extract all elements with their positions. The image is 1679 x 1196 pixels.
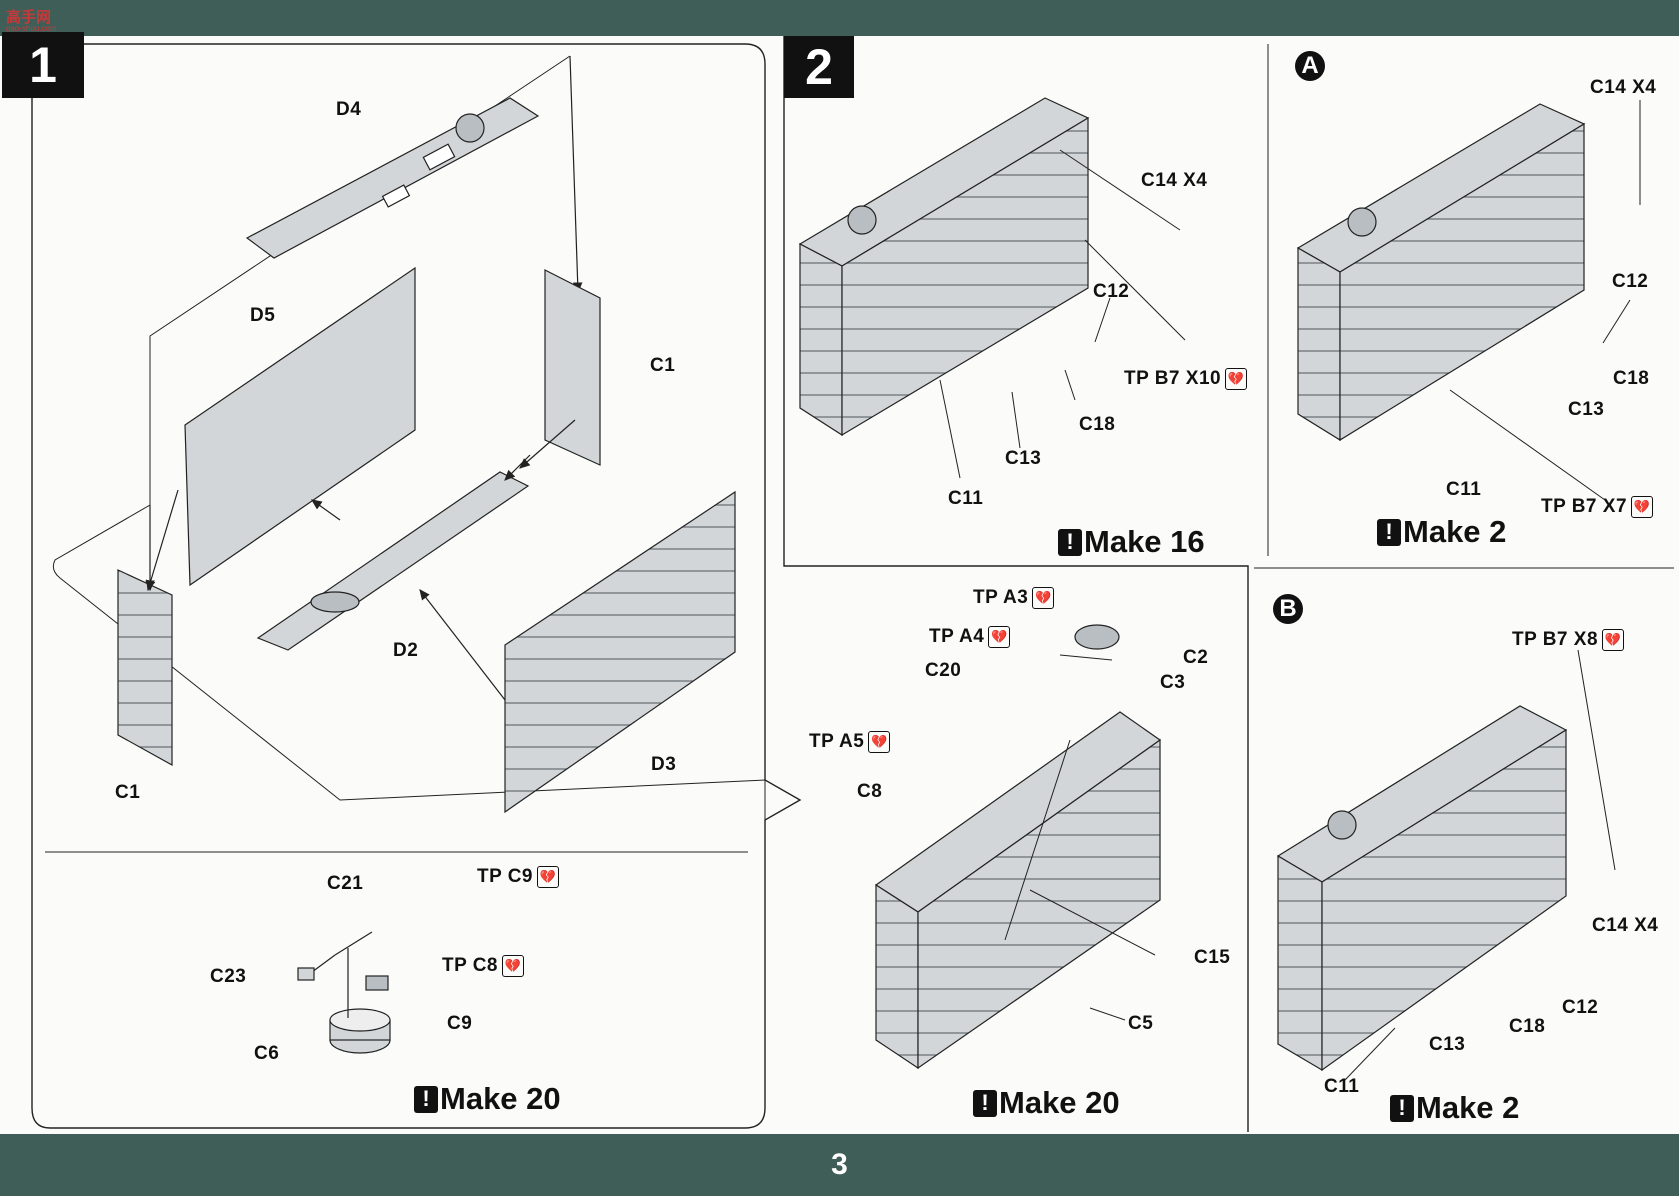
label-c8: C8 [857, 781, 883, 802]
make-20-center: !Make 20 [973, 1085, 1120, 1121]
a-hatch [1347, 207, 1377, 237]
label-c13-b: C13 [1429, 1034, 1466, 1055]
label-d5: D5 [250, 305, 276, 326]
leader-lines [939, 100, 1641, 1081]
broken-heart-icon: 💔 [537, 866, 560, 888]
label-c3: C3 [1160, 672, 1186, 693]
site-logo: 高手网 [6, 9, 52, 26]
label-c18-step2: C18 [1079, 414, 1116, 435]
label-c21: C21 [327, 873, 364, 894]
label-c1-right: C1 [650, 355, 676, 376]
make-2-b: !Make 2 [1390, 1090, 1519, 1126]
label-tp-c8: TP C8💔 [442, 955, 525, 977]
broken-heart-icon: 💔 [1225, 368, 1248, 390]
label-tp-a3: TP A3💔 [973, 587, 1055, 609]
site-url: gao-shou.com [6, 24, 57, 33]
label-c11-a: C11 [1446, 479, 1482, 500]
broken-heart-icon: 💔 [1631, 496, 1654, 518]
part-c1-left [117, 569, 173, 767]
label-c14-b: C14 X4 [1592, 915, 1659, 936]
panel-borders [31, 36, 1674, 1132]
broken-heart-icon: 💔 [1602, 629, 1625, 651]
label-c11-b: C11 [1324, 1076, 1360, 1097]
bottom-band: 3 [0, 1134, 1679, 1196]
d4-hatch [455, 113, 485, 143]
make-20-step1: !Make 20 [414, 1081, 561, 1117]
label-d4: D4 [336, 99, 362, 120]
searchlight-subassembly [297, 931, 391, 1054]
c23-plate [297, 967, 315, 981]
center-hatch [1074, 624, 1120, 650]
label-c18-a: C18 [1613, 368, 1650, 389]
exclamation-icon: ! [1390, 1094, 1414, 1122]
label-c15: C15 [1194, 947, 1231, 968]
broken-heart-icon: 💔 [988, 626, 1011, 648]
make-16-step2: !Make 16 [1058, 524, 1205, 560]
c9-box [365, 975, 389, 991]
label-c12-b: C12 [1562, 997, 1599, 1018]
label-c11-step2: C11 [948, 488, 984, 509]
wagon-center [874, 624, 1162, 1070]
label-tp-b7-a: TP B7 X7💔 [1541, 496, 1654, 518]
part-d3-wall [504, 490, 736, 814]
label-c14-step2: C14 X4 [1141, 170, 1208, 191]
page-number: 3 [831, 1148, 848, 1181]
label-tp-c9: TP C9💔 [477, 866, 560, 888]
broken-heart-icon: 💔 [1032, 587, 1055, 609]
label-tp-a4: TP A4💔 [929, 626, 1011, 648]
label-c1-left: C1 [115, 782, 141, 803]
label-c20: C20 [925, 660, 962, 681]
wagon-step2 [798, 97, 1090, 437]
step2-frame [783, 36, 1249, 1132]
label-d3: D3 [651, 754, 677, 775]
label-tp-a5: TP A5💔 [809, 731, 891, 753]
label-tp-b7-step2: TP B7 X10💔 [1124, 368, 1248, 390]
label-c5: C5 [1128, 1013, 1154, 1034]
label-c6: C6 [254, 1043, 280, 1064]
label-c18-b: C18 [1509, 1016, 1546, 1037]
part-d5-wall [184, 266, 416, 587]
wagon-b [1276, 705, 1568, 1072]
b-hatch [1327, 810, 1357, 840]
label-c13-step2: C13 [1005, 448, 1042, 469]
wagon-a [1296, 103, 1586, 442]
label-c14-a: C14 X4 [1590, 77, 1657, 98]
broken-heart-icon: 💔 [868, 731, 891, 753]
exclamation-icon: ! [1058, 528, 1082, 556]
part-c1-right [544, 269, 601, 466]
exclamation-icon: ! [414, 1085, 438, 1113]
d4-vent [422, 143, 456, 171]
step1-parts [52, 55, 766, 820]
exclamation-icon: ! [973, 1089, 997, 1117]
make-2-a: !Make 2 [1377, 514, 1506, 550]
label-c9: C9 [447, 1013, 473, 1034]
label-d2: D2 [393, 640, 419, 661]
variant-b-callout: B [1273, 594, 1303, 624]
guide-right [569, 55, 583, 294]
label-c13-a: C13 [1568, 399, 1605, 420]
step-1-badge: 1 [2, 32, 84, 98]
variant-a-callout: A [1295, 51, 1325, 81]
step-2-badge: 2 [784, 36, 854, 98]
label-c2: C2 [1183, 647, 1209, 668]
exclamation-icon: ! [1377, 518, 1401, 546]
label-c23: C23 [210, 966, 247, 987]
part-d4-roof [245, 97, 540, 259]
d2-tank [310, 591, 360, 613]
label-tp-b7-b: TP B7 X8💔 [1512, 629, 1625, 651]
step2-hatch [847, 205, 877, 235]
d4-vent2 [381, 184, 411, 208]
label-c12-a: C12 [1612, 271, 1649, 292]
broken-heart-icon: 💔 [502, 955, 525, 977]
label-c12-step2: C12 [1093, 281, 1130, 302]
top-band: 高手网 gao-shou.com [0, 0, 1679, 36]
